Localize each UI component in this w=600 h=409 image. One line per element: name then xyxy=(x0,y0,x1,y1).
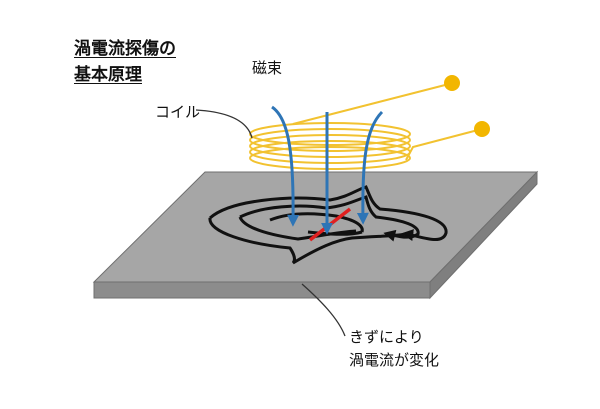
magnetic-flux-label: 磁束 xyxy=(252,59,283,77)
title-line-2: 基本原理 xyxy=(74,65,142,85)
pointer-lines xyxy=(195,109,346,337)
note-label-line-1: きずにより xyxy=(349,328,424,346)
magnetic-flux xyxy=(271,105,384,235)
plate-front-edge xyxy=(93,281,431,299)
plate-top-face xyxy=(92,171,539,283)
terminal-dot xyxy=(444,75,460,91)
coil-lead-wire xyxy=(405,129,479,161)
flux-arrow xyxy=(356,110,384,225)
eddy-current-loop xyxy=(208,185,448,242)
coil-wire xyxy=(249,128,411,152)
coil-lead-wire xyxy=(292,83,450,125)
eddy-current-loop xyxy=(208,217,407,265)
test-plate xyxy=(92,170,539,300)
coil-wire xyxy=(249,134,411,158)
note-label-line-2: 渦電流が変化 xyxy=(349,351,440,369)
terminal-dot xyxy=(474,121,490,137)
eddy-current-loop xyxy=(307,230,363,236)
coil-label: コイル xyxy=(155,103,201,121)
pointer-line xyxy=(301,283,346,337)
pointer-line xyxy=(195,109,253,139)
flux-arrow xyxy=(271,105,300,227)
eddy-current-loop xyxy=(239,195,420,242)
coil-wire xyxy=(249,146,411,170)
title-line-1: 渦電流探傷の xyxy=(74,39,176,59)
